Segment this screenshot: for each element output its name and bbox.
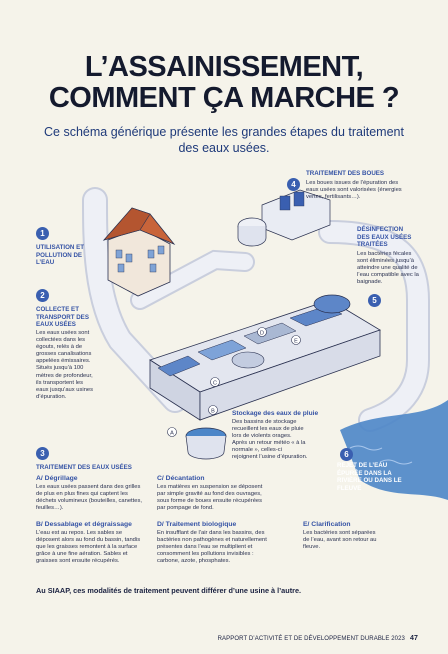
marker-b: B <box>211 409 215 415</box>
stage-a-text: Les eaux usées passent dans des grilles … <box>36 484 143 512</box>
storage-tank-icon <box>185 427 227 460</box>
step-6-badge: 6 <box>340 448 353 461</box>
river-icon <box>340 400 448 500</box>
stage-b-title: B/ Dessablage et dégraissage <box>36 521 132 528</box>
step-1-badge: 1 <box>36 227 49 240</box>
storage-text: Des bassins de stockage recueillent les … <box>232 419 308 461</box>
marker-d: D <box>260 331 264 337</box>
page-footer: RAPPORT D’ACTIVITÉ ET DE DÉVELOPPEMENT D… <box>218 635 418 642</box>
stage-markers <box>167 327 301 437</box>
step-3-badge: 3 <box>36 447 49 460</box>
step-2-title: COLLECTE ET TRANSPORT DES EAUX USÉES <box>36 306 89 328</box>
treatment-basins <box>149 294 381 421</box>
title-line-2: COMMENT ÇA MARCHE ? <box>48 82 400 114</box>
step-5-title: DÉSINFECTION DES EAUX USÉES TRAITÉES <box>357 226 412 248</box>
stage-d-title: D/ Traitement biologique <box>157 521 237 528</box>
step-5-text: Les bactéries fécales sont éliminées jus… <box>357 251 419 286</box>
pipe-collector <box>84 189 186 411</box>
step-5-badge: 5 <box>368 294 381 307</box>
marker-e: E <box>294 339 298 345</box>
stage-c-text: Les matières en suspension se déposent p… <box>157 484 263 512</box>
step-4-text: Les boues issues de l’épuration des eaux… <box>306 180 402 201</box>
title-line-1: L’ASSAINISSEMENT, <box>84 51 364 83</box>
footer-text: RAPPORT D’ACTIVITÉ ET DE DÉVELOPPEMENT D… <box>217 636 405 642</box>
subtitle: Ce schéma générique présente les grandes… <box>44 125 404 155</box>
step-6-title: REJET DE L’EAU ÉPURÉE DANS LA RIVIÈRE OU… <box>337 462 402 492</box>
footnote: Au SIAAP, ces modalités de traitement pe… <box>36 586 302 595</box>
marker-c: C <box>213 381 217 387</box>
step-3-title: TRAITEMENT DES EAUX USÉES <box>36 464 132 471</box>
storage-title: Stockage des eaux de pluie <box>232 410 319 417</box>
sludge-treatment-icon <box>237 189 331 247</box>
step-4-badge: 4 <box>287 178 300 191</box>
step-2-badge: 2 <box>36 289 49 302</box>
stage-b-text: L’eau est au repos. Les sables se dépose… <box>36 530 141 565</box>
pipe-sewer <box>132 251 253 308</box>
marker-a: A <box>170 431 174 437</box>
page-number: 47 <box>410 635 418 642</box>
page-title: L’ASSAINISSEMENT, COMMENT ÇA MARCHE ? <box>0 52 448 114</box>
stage-e-title: E/ Clarification <box>303 521 351 528</box>
stage-d-text: En insufflant de l’air dans les bassins,… <box>157 530 267 565</box>
stage-c-title: C/ Décantation <box>157 475 205 482</box>
pipe-outflow <box>320 222 428 430</box>
stage-e-text: Les bactéries sont séparées de l’eau, av… <box>303 530 377 551</box>
step-4-title: TRAITEMENT DES BOUES <box>306 170 385 177</box>
step-1-title: UTILISATION ET POLLUTION DE L’EAU <box>36 244 85 266</box>
step-2-text: Les eaux usées sont collectées dans les … <box>36 330 94 400</box>
house-icon <box>102 207 176 297</box>
stage-a-title: A/ Dégrillage <box>36 475 78 482</box>
